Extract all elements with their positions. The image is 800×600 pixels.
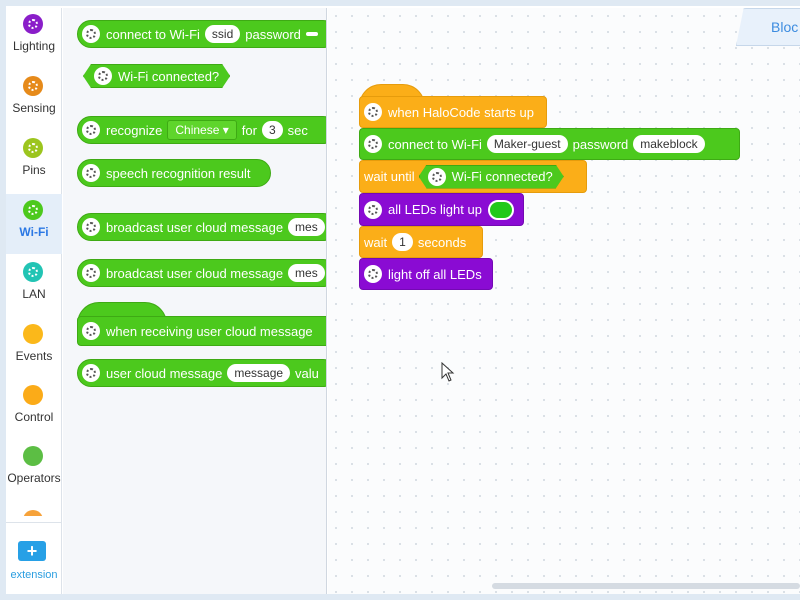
category-pins[interactable]: Pins bbox=[6, 132, 62, 192]
block-text: for bbox=[241, 122, 257, 138]
seconds-field[interactable]: 1 bbox=[392, 233, 413, 251]
block-text: connect to Wi-Fi bbox=[388, 136, 482, 152]
palette-speech-result-block[interactable]: speech recognition result bbox=[77, 159, 271, 187]
message-field[interactable]: mes bbox=[288, 218, 325, 236]
gear-icon bbox=[23, 138, 43, 158]
category-label: Events bbox=[15, 349, 53, 363]
category-wifi[interactable]: Wi-Fi bbox=[6, 194, 62, 254]
palette-broadcast-block[interactable]: broadcast user cloud message mes bbox=[77, 213, 326, 241]
password-field[interactable]: makeblock bbox=[633, 135, 705, 153]
gear-icon bbox=[23, 14, 43, 34]
color-picker[interactable] bbox=[487, 199, 514, 220]
gear-icon bbox=[364, 265, 382, 283]
block-text: user cloud message bbox=[106, 365, 223, 381]
category-partial[interactable] bbox=[6, 502, 62, 516]
circle-icon bbox=[23, 446, 43, 466]
block-text: light off all LEDs bbox=[388, 266, 482, 282]
gear-icon bbox=[364, 103, 382, 121]
tab-label: Bloc bbox=[771, 19, 799, 35]
gear-icon bbox=[82, 264, 100, 282]
category-label: Wi-Fi bbox=[19, 225, 49, 239]
extension-label: extension bbox=[10, 569, 58, 581]
extension-button[interactable]: + extension bbox=[6, 522, 62, 594]
gear-icon bbox=[82, 322, 100, 340]
block-text: broadcast user cloud message bbox=[106, 265, 284, 281]
block-text: seconds bbox=[417, 234, 467, 250]
tab-blocks[interactable]: Bloc bbox=[736, 8, 800, 46]
block-palette: connect to Wi-Fi ssid password Wi-Fi con… bbox=[63, 8, 327, 594]
category-label: Operators bbox=[7, 471, 61, 485]
gear-icon bbox=[82, 364, 100, 382]
gear-icon bbox=[94, 67, 112, 85]
category-operators[interactable]: Operators bbox=[6, 440, 62, 500]
block-text: when receiving user cloud message bbox=[106, 323, 313, 339]
block-text: Wi-Fi connected? bbox=[451, 169, 553, 184]
category-label: Control bbox=[14, 410, 54, 424]
block-text: when HaloCode starts up bbox=[388, 104, 534, 120]
wait-seconds-block[interactable]: wait 1 seconds bbox=[359, 226, 483, 258]
category-control[interactable]: Control bbox=[6, 379, 62, 439]
gear-icon bbox=[82, 164, 100, 182]
ssid-field[interactable]: ssid bbox=[204, 25, 241, 43]
light-off-all-leds-block[interactable]: light off all LEDs bbox=[359, 258, 493, 290]
ssid-field[interactable]: Maker-guest bbox=[486, 135, 568, 153]
block-text: wait until bbox=[364, 169, 415, 184]
plus-icon: + bbox=[18, 541, 46, 561]
category-events[interactable]: Events bbox=[6, 318, 62, 378]
block-text: broadcast user cloud message bbox=[106, 219, 284, 235]
block-text: sec bbox=[287, 122, 308, 138]
palette-user-cloud-message-block[interactable]: user cloud message message valu bbox=[77, 359, 326, 387]
gear-icon bbox=[82, 121, 100, 139]
palette-wifi-connected-block[interactable]: Wi-Fi connected? bbox=[83, 64, 230, 88]
language-dropdown[interactable]: Chinese ▾ bbox=[167, 120, 237, 140]
wait-until-block[interactable]: wait until Wi-Fi connected? bbox=[359, 160, 587, 193]
category-label: Pins bbox=[22, 163, 46, 177]
wifi-connected-condition[interactable]: Wi-Fi connected? bbox=[419, 165, 564, 189]
block-text: recognize bbox=[106, 122, 163, 138]
category-label: Sensing bbox=[12, 101, 56, 115]
category-sidebar: Lighting Sensing Pins Wi-Fi LAN Events C… bbox=[6, 8, 62, 594]
block-text: valu bbox=[295, 365, 319, 381]
gear-icon bbox=[23, 76, 43, 96]
mouse-cursor-icon bbox=[441, 362, 455, 382]
block-text: wait bbox=[364, 234, 388, 250]
gear-icon bbox=[23, 200, 43, 220]
block-text: Wi-Fi connected? bbox=[118, 68, 220, 84]
gear-icon bbox=[364, 200, 382, 219]
palette-broadcast-block[interactable]: broadcast user cloud message mes bbox=[77, 259, 326, 287]
when-halocode-starts-block[interactable]: when HaloCode starts up bbox=[359, 96, 547, 128]
password-field[interactable] bbox=[305, 32, 318, 36]
palette-connect-wifi-block[interactable]: connect to Wi-Fi ssid password bbox=[77, 20, 326, 48]
category-lighting[interactable]: Lighting bbox=[6, 8, 62, 68]
circle-icon bbox=[23, 324, 43, 344]
palette-when-receiving-block[interactable]: when receiving user cloud message bbox=[77, 316, 326, 346]
message-field[interactable]: mes bbox=[288, 264, 325, 282]
block-text: password bbox=[245, 26, 301, 42]
block-text: connect to Wi-Fi bbox=[106, 26, 200, 42]
gear-icon bbox=[82, 218, 100, 236]
circle-icon bbox=[23, 385, 43, 405]
category-label: Lighting bbox=[12, 39, 56, 53]
gear-icon bbox=[428, 168, 446, 186]
gear-icon bbox=[82, 25, 100, 43]
category-sensing[interactable]: Sensing bbox=[6, 70, 62, 130]
block-text: all LEDs light up bbox=[388, 202, 482, 217]
circle-icon bbox=[23, 510, 43, 516]
block-text: speech recognition result bbox=[106, 165, 251, 181]
gear-icon bbox=[364, 135, 382, 153]
category-lan[interactable]: LAN bbox=[6, 256, 62, 316]
horizontal-scrollbar[interactable] bbox=[492, 583, 800, 589]
seconds-field[interactable]: 3 bbox=[261, 121, 283, 139]
gear-icon bbox=[23, 262, 43, 282]
palette-recognize-block[interactable]: recognize Chinese ▾ for 3 sec bbox=[77, 116, 326, 144]
message-field[interactable]: message bbox=[227, 364, 291, 382]
connect-wifi-block[interactable]: connect to Wi-Fi Maker-guest password ma… bbox=[359, 128, 740, 160]
block-text: password bbox=[572, 136, 629, 152]
category-label: LAN bbox=[22, 287, 46, 301]
all-leds-light-up-block[interactable]: all LEDs light up bbox=[359, 193, 524, 226]
